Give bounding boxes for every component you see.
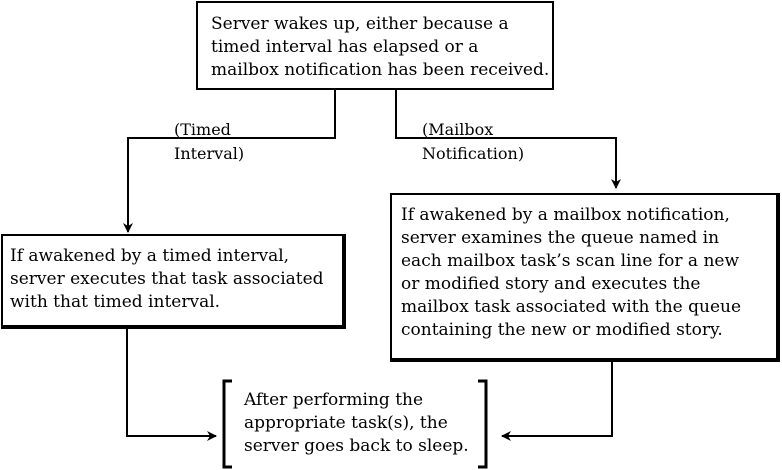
box-text-line: containing the new or modified story.	[401, 320, 723, 340]
box-text-line: or modified story and executes the	[401, 274, 701, 294]
label-line: (Mailbox	[422, 120, 494, 139]
box-text-line: server executes that task associated	[10, 269, 324, 289]
mailbox-notification-box: If awakened by a mailbox notification, s…	[390, 193, 780, 362]
box-text-line: mailbox task associated with the queue	[401, 297, 742, 317]
box-text-line: with that timed interval.	[10, 292, 221, 312]
end-text-line: server goes back to sleep.	[244, 436, 469, 456]
box-text-line: mailbox notification has been received.	[211, 60, 550, 80]
label-line: Interval)	[174, 144, 245, 163]
back-to-sleep-text: After performing the appropriate task(s)…	[244, 389, 469, 458]
label-line: (Timed	[174, 120, 231, 139]
arrow-timed-interval	[123, 90, 336, 233]
box-text-line: If awakened by a timed interval,	[10, 246, 290, 266]
mailbox-notification-label: (Mailbox Notification)	[422, 118, 524, 166]
box-text-line: server examines the queue named in	[401, 228, 720, 248]
label-line: Notification)	[422, 144, 525, 163]
timed-interval-box: If awakened by a timed interval, server …	[1, 234, 346, 329]
box-text-line: If awakened by a mailbox notification,	[401, 205, 730, 225]
server-wakes-box: Server wakes up, either because a timed …	[196, 1, 554, 90]
box-text-line: each mailbox task’s scan line for a new	[401, 251, 740, 271]
arrow-right-to-end	[501, 362, 613, 441]
right-bracket	[478, 379, 488, 469]
left-bracket	[222, 379, 232, 469]
end-text-line: appropriate task(s), the	[244, 413, 448, 433]
box-text-line: timed interval has elapsed or a	[211, 37, 479, 57]
arrow-mailbox-notification	[395, 90, 621, 189]
end-text-line: After performing the	[244, 390, 424, 410]
timed-interval-label: (Timed Interval)	[174, 118, 244, 166]
arrow-left-to-end	[126, 329, 217, 441]
box-text-line: Server wakes up, either because a	[211, 14, 509, 34]
